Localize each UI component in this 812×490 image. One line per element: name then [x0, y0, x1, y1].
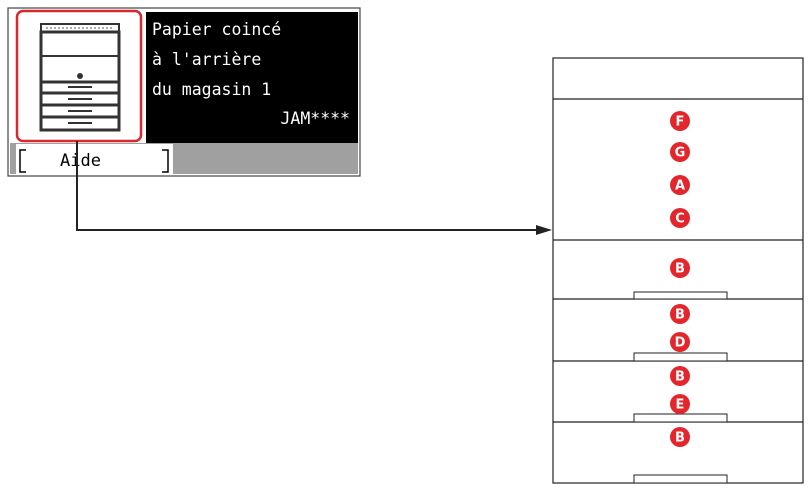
message-line-2: à l'arrière [152, 50, 261, 69]
marker-b-tray-3-label: B [675, 370, 685, 385]
marker-b-tray-2: B [670, 304, 690, 324]
icon-highlight-frame [15, 9, 143, 143]
tray-1-handle [633, 291, 728, 300]
marker-b-tray-1: B [670, 258, 690, 278]
help-softkey-background [16, 144, 173, 174]
marker-b-tray-2-label: B [675, 308, 685, 323]
message-line-3: du magasin 1 [152, 80, 271, 99]
tray-4-handle [633, 474, 728, 484]
marker-b-tray-3: B [670, 366, 690, 386]
operation-panel-display: Aide Papier coincé à l'arrière du magasi… [7, 7, 361, 177]
arrow-head [536, 225, 552, 235]
marker-e: E [670, 394, 690, 414]
connector-line [76, 141, 536, 231]
softkey-right-bracket [162, 149, 169, 173]
printer-with-trays-icon [39, 23, 121, 132]
marker-b-tray-4-label: B [675, 431, 685, 446]
marker-b-tray-4: B [670, 427, 690, 447]
help-softkey-label: Aide [60, 151, 101, 171]
marker-b-tray-1-label: B [675, 262, 685, 277]
marker-f-label: F [676, 115, 685, 130]
tray-3-handle [633, 413, 728, 423]
marker-d: D [670, 332, 690, 352]
marker-c-label: C [675, 212, 685, 227]
tray-2-handle [633, 352, 728, 362]
marker-a-label: A [675, 179, 685, 194]
message-line-4-jam-code: JAM**** [280, 109, 350, 128]
connector-arrow [76, 141, 552, 235]
marker-d-label: D [675, 336, 686, 351]
marker-f: F [670, 111, 690, 131]
lcd-message-area [146, 12, 358, 143]
marker-g-label: G [675, 146, 686, 161]
marker-c: C [670, 208, 690, 228]
marker-a: A [670, 175, 690, 195]
marker-e-label: E [676, 398, 685, 413]
help-softkey[interactable]: Aide [16, 144, 173, 174]
message-line-1: Papier coincé [152, 20, 281, 39]
jam-location-markers: F G A C B B D B [670, 111, 690, 447]
marker-g: G [670, 142, 690, 162]
softkey-left-bracket [19, 149, 26, 173]
